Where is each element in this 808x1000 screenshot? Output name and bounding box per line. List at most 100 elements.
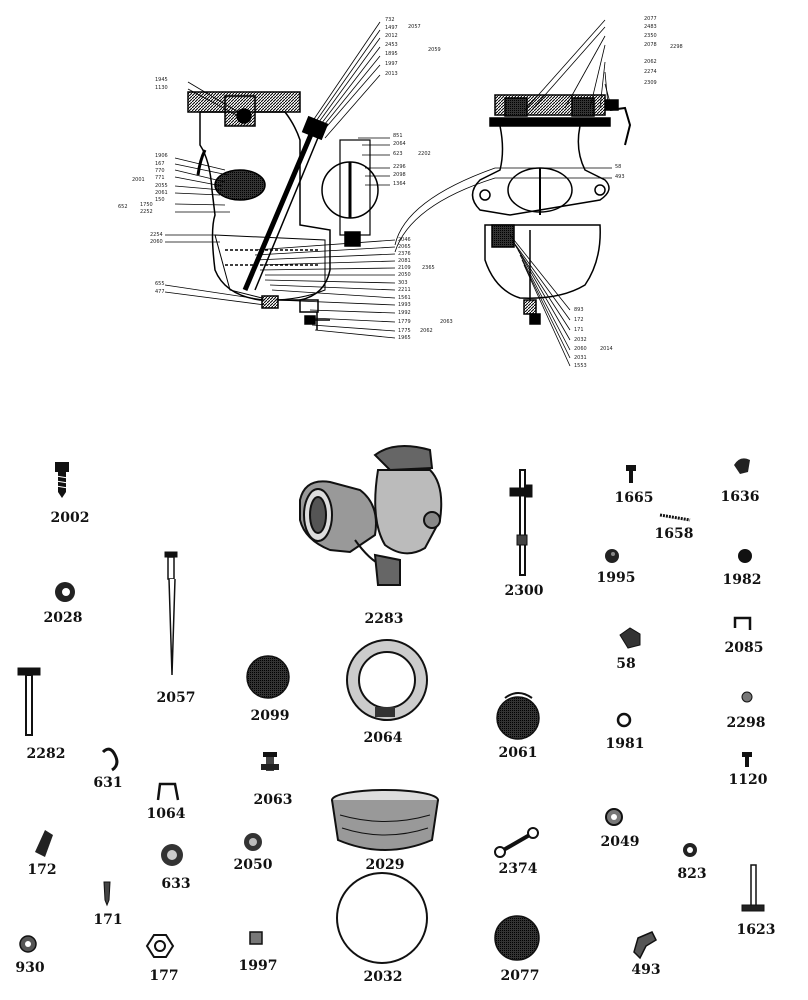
callout-label: 2081: [398, 258, 411, 264]
part-number-label: 2050: [233, 857, 273, 873]
part-number-label: 930: [15, 960, 45, 976]
callout-label: 1779: [398, 319, 411, 325]
part-1665-drawing: [626, 465, 636, 483]
callout-label: 652: [118, 204, 128, 210]
callout-label: 2001: [132, 177, 145, 183]
callout-label: 1965: [398, 335, 411, 341]
callout-label: 303: [398, 280, 408, 286]
callout-label: 2274: [644, 69, 657, 75]
callout-label: 732: [385, 17, 395, 23]
callout-label: 2309: [644, 80, 657, 86]
part-number-label: 1120: [728, 772, 768, 788]
part-number-label: 2099: [250, 708, 290, 724]
part-1064-drawing: [156, 782, 180, 801]
callout-label: 1992: [398, 310, 411, 316]
callout-label: 2059: [428, 47, 441, 53]
part-number-label: 1982: [722, 572, 762, 588]
part-2049-drawing: [605, 808, 623, 826]
part-171-drawing: [103, 881, 111, 907]
part-58-drawing: [619, 627, 641, 649]
callout-label: 2060: [150, 239, 163, 245]
callout-label: 655: [155, 281, 165, 287]
callout-label: 2061: [155, 190, 168, 196]
part-number-label: 2063: [253, 792, 293, 808]
part-2057-drawing: [164, 551, 178, 676]
part-2032-drawing: [336, 872, 428, 964]
part-number-label: 177: [149, 968, 179, 984]
part-number-label: 1981: [605, 736, 645, 752]
callout-label: 2060: [574, 346, 587, 352]
part-2298-drawing: [741, 691, 753, 703]
part-930-drawing: [19, 935, 37, 953]
callout-label: 1945: [155, 77, 168, 83]
callout-label: 58: [615, 164, 622, 170]
part-number-label: 2300: [504, 583, 544, 599]
callout-label: 771: [155, 175, 165, 181]
callout-label: 2050: [398, 272, 411, 278]
part-493-drawing: [633, 931, 657, 960]
callout-label: 770: [155, 168, 165, 174]
callout-label: 493: [615, 174, 625, 180]
callout-label: 2032: [574, 337, 587, 343]
part-number-label: 2029: [365, 857, 405, 873]
part-number-label: 2374: [498, 861, 538, 877]
callout-label: 1497: [385, 25, 398, 31]
part-number-label: 1997: [238, 958, 278, 974]
part-number-label: 2049: [600, 834, 640, 850]
part-2077-drawing: [494, 915, 540, 961]
section-view-right: [471, 94, 632, 325]
callout-label: 1553: [574, 363, 587, 369]
callout-label: 2453: [385, 42, 398, 48]
callout-label: 893: [574, 307, 584, 313]
part-number-label: 1995: [596, 570, 636, 586]
leader-lines: [164, 19, 613, 367]
callout-label: 167: [155, 161, 165, 167]
part-number-label: 2085: [724, 640, 764, 656]
part-number-label: 2032: [363, 969, 403, 985]
part-2064-drawing: [346, 639, 428, 721]
callout-label: 1895: [385, 51, 398, 57]
part-2099-drawing: [246, 655, 290, 699]
part-number-label: 1636: [720, 489, 760, 505]
part-1120-drawing: [742, 752, 752, 767]
callout-label: 1561: [398, 295, 411, 301]
part-1997-drawing: [249, 931, 263, 945]
part-177-drawing: [145, 934, 175, 958]
callout-label: 1364: [393, 181, 406, 187]
callout-label: 2077: [644, 16, 657, 22]
callout-label: 2063: [440, 319, 453, 325]
callout-label: 2062: [420, 328, 433, 334]
part-2050-drawing: [244, 833, 262, 851]
part-172-drawing: [35, 830, 53, 857]
part-number-label: 2057: [156, 690, 196, 706]
part-number-label: 2282: [26, 746, 66, 762]
callout-label: 1775: [398, 328, 411, 334]
part-number-label: 1064: [146, 806, 186, 822]
callout-label: 2298: [670, 44, 683, 50]
callout-label: 2254: [150, 232, 163, 238]
callout-label: 623: [393, 151, 403, 157]
part-number-label: 493: [631, 962, 661, 978]
callout-label: 2065: [398, 244, 411, 250]
callout-label: 1993: [398, 302, 411, 308]
part-number-label: 2061: [498, 745, 538, 761]
part-number-label: 2283: [364, 611, 404, 627]
part-number-label: 633: [161, 876, 191, 892]
callout-label: 2098: [393, 172, 406, 178]
callout-label: 150: [155, 197, 165, 203]
part-2085-drawing: [733, 616, 752, 630]
part-633-drawing: [161, 844, 183, 866]
part-1636-drawing: [734, 458, 750, 474]
callout-label: 2064: [393, 141, 406, 147]
part-2283-drawing: [299, 445, 443, 586]
part-823-drawing: [683, 843, 697, 857]
part-number-label: 2077: [500, 968, 540, 984]
part-2061-drawing: [496, 692, 540, 740]
section-view-left: [187, 91, 379, 330]
callout-label: 2202: [418, 151, 431, 157]
callout-label: 1906: [155, 153, 168, 159]
callout-label: 477: [155, 289, 165, 295]
callout-label: 172: [574, 317, 584, 323]
part-number-label: 172: [27, 862, 57, 878]
